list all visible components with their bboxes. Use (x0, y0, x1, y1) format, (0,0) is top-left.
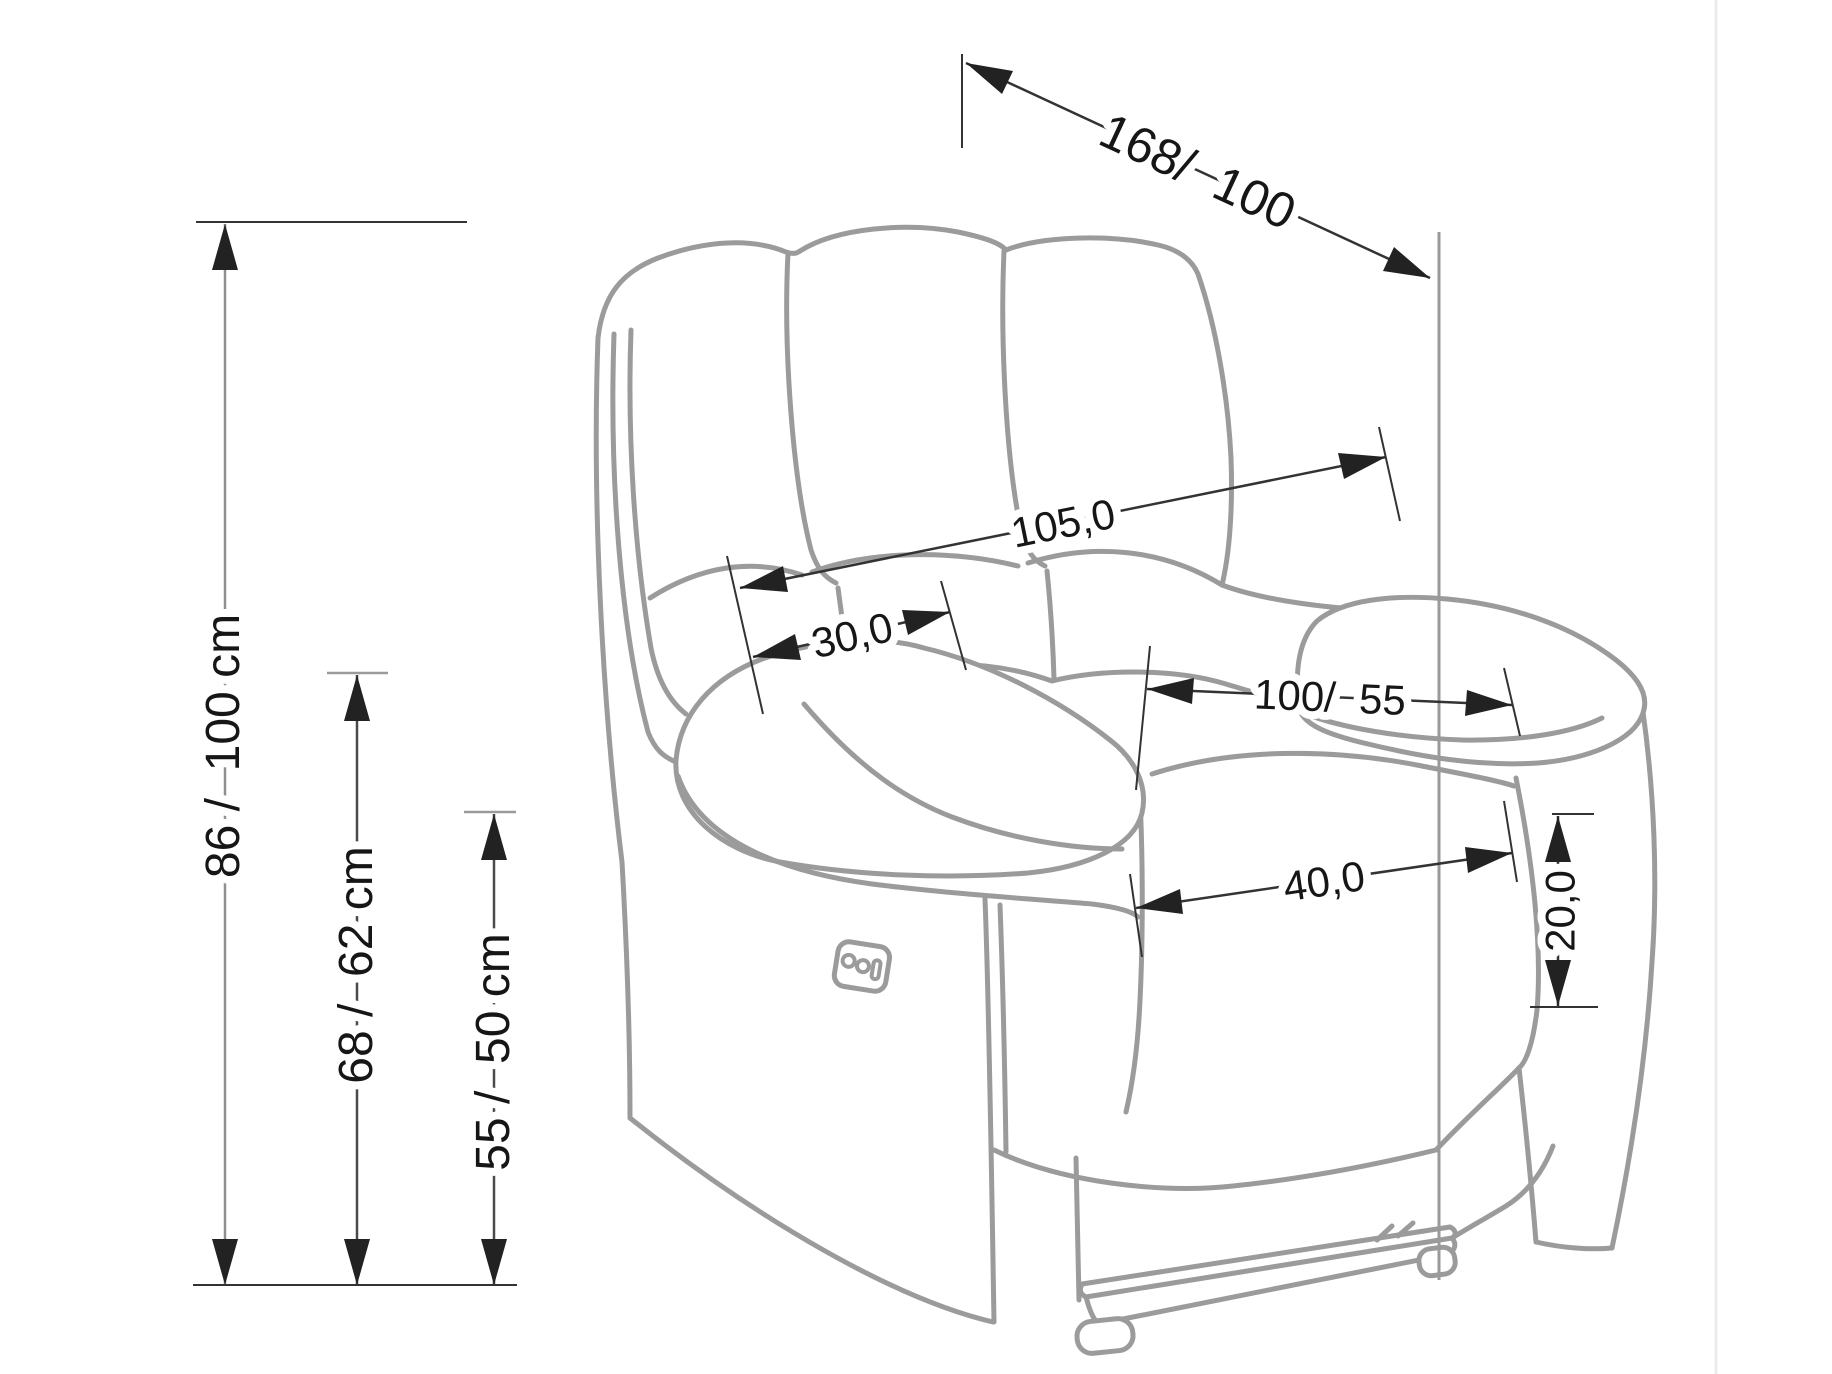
ext-tick-backrest-depth-right (940, 580, 967, 671)
backrest-left-outer-edge (593, 335, 633, 1121)
arrow-icon (344, 675, 370, 721)
arrow-icon (1545, 816, 1571, 862)
arrow-icon (1465, 690, 1512, 716)
backrest-left-inner-edge (627, 327, 689, 717)
ext-tick-back-right (1378, 426, 1401, 522)
dim-line-back-width (739, 455, 1387, 590)
footrest-flap-edge (1073, 1155, 1082, 1303)
control-button-3-icon (869, 958, 883, 982)
backrest-seam-left (784, 250, 839, 586)
backrest-seam-right (1000, 248, 1048, 569)
dim-label-armrest-seat-height: 55 / 50 cm (467, 933, 520, 1170)
right-armrest-front-bottom (1516, 1065, 1615, 1252)
right-armrest-pillow-welt (1303, 711, 1605, 743)
dim-line-cushion-width (1135, 851, 1513, 910)
base-bar-bottom-edge (1095, 1251, 1452, 1327)
left-armrest-welt (675, 773, 1141, 920)
seat-front-left-welt (997, 902, 1009, 1155)
arrow-icon (481, 1239, 507, 1285)
left-panel-bottom-edge (627, 1115, 996, 1325)
dim-label-overall-height: 86 / 100 cm (197, 614, 250, 878)
ext-tick-cushion-left (1129, 873, 1143, 958)
arrow-icon (966, 63, 1013, 94)
arrow-icon (344, 1239, 370, 1285)
base-bar-notch (1374, 1220, 1416, 1243)
seat-cushion-divider (1123, 797, 1145, 1115)
dim-label-diagonal-overall: 168/ 100 (1091, 102, 1304, 241)
ext-tick-seat-right (1503, 667, 1521, 737)
base-bar-left-cap (1077, 1281, 1101, 1327)
arrow-icon (1383, 247, 1430, 278)
right-foot (1416, 1244, 1458, 1279)
arrow-icon (481, 814, 507, 860)
dim-label-backrest-seat-height: 68 / 62 cm (330, 846, 383, 1083)
control-button-2-icon (854, 958, 871, 975)
chair-drawing (593, 224, 1658, 1356)
seat-front-left-edge (982, 896, 997, 1325)
arrow-icon (1136, 889, 1183, 914)
right-armrest-pillow (1294, 594, 1648, 767)
left-foot (1074, 1316, 1136, 1356)
right-armrest-inner-edge (1513, 775, 1541, 1071)
backrest-waist-seam (647, 548, 1225, 601)
arrow-icon (1338, 453, 1386, 479)
arrow-icon (902, 610, 950, 635)
dim-label-seat-width-depth: 100/ 55 (1253, 670, 1407, 724)
ext-tick-seat-left (1135, 645, 1151, 791)
arrow-icon (753, 634, 801, 660)
seat-front-bottom-wavy (991, 1147, 1439, 1191)
arrow-icon (1465, 847, 1512, 873)
dim-line-diagonal-overall (965, 61, 1431, 280)
dim-label-armrest-front-height: 20,0 (1537, 870, 1584, 952)
recliner-control-panel (831, 939, 893, 994)
base-bar-top-edge (1079, 1224, 1453, 1287)
ext-tick-cushion-right (1503, 800, 1518, 883)
right-armrest-outer-edge (1609, 709, 1658, 1251)
dimension-arrowheads (212, 63, 1571, 1285)
arrow-icon (212, 1239, 238, 1285)
control-button-1-icon (840, 952, 857, 969)
seat-right-cushion-top (1149, 750, 1517, 789)
dim-line-seat-width (1146, 687, 1513, 707)
arrow-icon (212, 224, 238, 270)
seat-front-right-corner (1433, 1065, 1522, 1153)
backrest-left-mid-edge (610, 331, 679, 765)
right-base-curve (1449, 1143, 1556, 1241)
arrow-icon (740, 566, 788, 592)
arrow-icon (1147, 678, 1194, 704)
backrest-outline (595, 224, 1235, 588)
arrow-icon (1545, 960, 1571, 1006)
dim-label-seat-cushion-width: 40,0 (1280, 852, 1368, 910)
ext-tick-back-left (726, 555, 764, 715)
control-panel-outline (831, 939, 893, 994)
left-armrest-pillow-seam (801, 701, 1125, 852)
base-bar-mid-edge (1083, 1235, 1455, 1300)
dim-label-back-width: 105,0 (1007, 490, 1119, 557)
